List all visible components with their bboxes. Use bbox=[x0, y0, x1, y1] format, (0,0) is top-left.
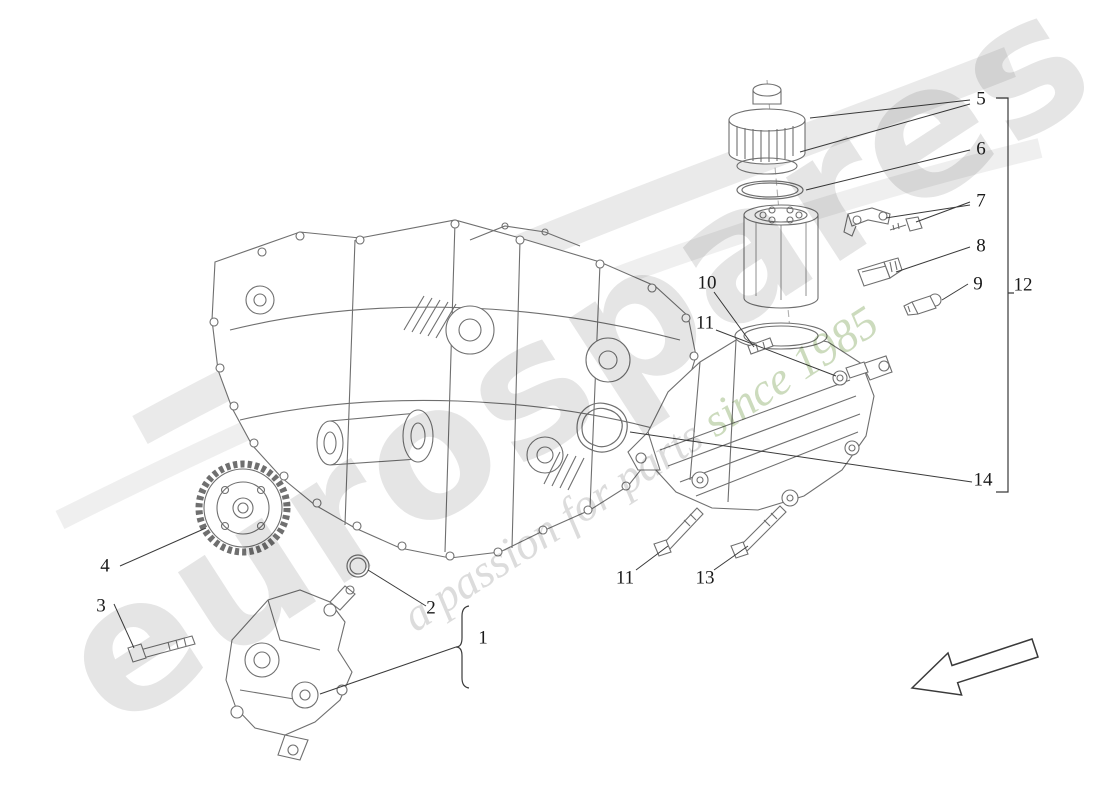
callout-3: 3 bbox=[96, 595, 106, 617]
callout-10: 10 bbox=[697, 272, 717, 294]
callout-1: 1 bbox=[478, 627, 488, 649]
oil-filter-cap-part bbox=[728, 83, 806, 175]
housing-bolts-part bbox=[653, 505, 787, 559]
pressure-sensor-part bbox=[903, 293, 942, 316]
callout-5: 5 bbox=[976, 88, 986, 110]
callout-8: 8 bbox=[976, 235, 986, 257]
callout-7: 7 bbox=[976, 190, 986, 212]
cap-seal-ring-part bbox=[736, 180, 804, 200]
group-brace-1 bbox=[455, 605, 470, 689]
callout-6: 6 bbox=[976, 138, 986, 160]
callout-13: 13 bbox=[695, 567, 715, 589]
pump-o-ring-part bbox=[346, 554, 370, 578]
pump-bolt-part bbox=[127, 635, 196, 663]
filter-housing-part bbox=[627, 322, 893, 511]
callout-4: 4 bbox=[100, 555, 110, 577]
callout-11-top: 11 bbox=[695, 312, 715, 334]
oil-pump-part bbox=[225, 585, 356, 761]
leader-lines bbox=[113, 99, 973, 695]
callout-14: 14 bbox=[973, 469, 993, 491]
callout-12: 12 bbox=[1013, 274, 1033, 296]
oil-pump-gear-part bbox=[195, 460, 291, 556]
engine-block-art bbox=[209, 79, 791, 561]
direction-arrow-icon bbox=[910, 638, 1039, 696]
housing-gasket-part bbox=[576, 402, 628, 453]
oil-filter-cartridge-part bbox=[743, 204, 819, 309]
callout-11-bottom: 11 bbox=[615, 567, 635, 589]
callout-9: 9 bbox=[973, 273, 983, 295]
group-bracket-12 bbox=[996, 97, 1014, 493]
callout-2: 2 bbox=[426, 597, 436, 619]
support-bracket-part bbox=[843, 207, 923, 237]
union-fitting-part bbox=[857, 257, 903, 287]
